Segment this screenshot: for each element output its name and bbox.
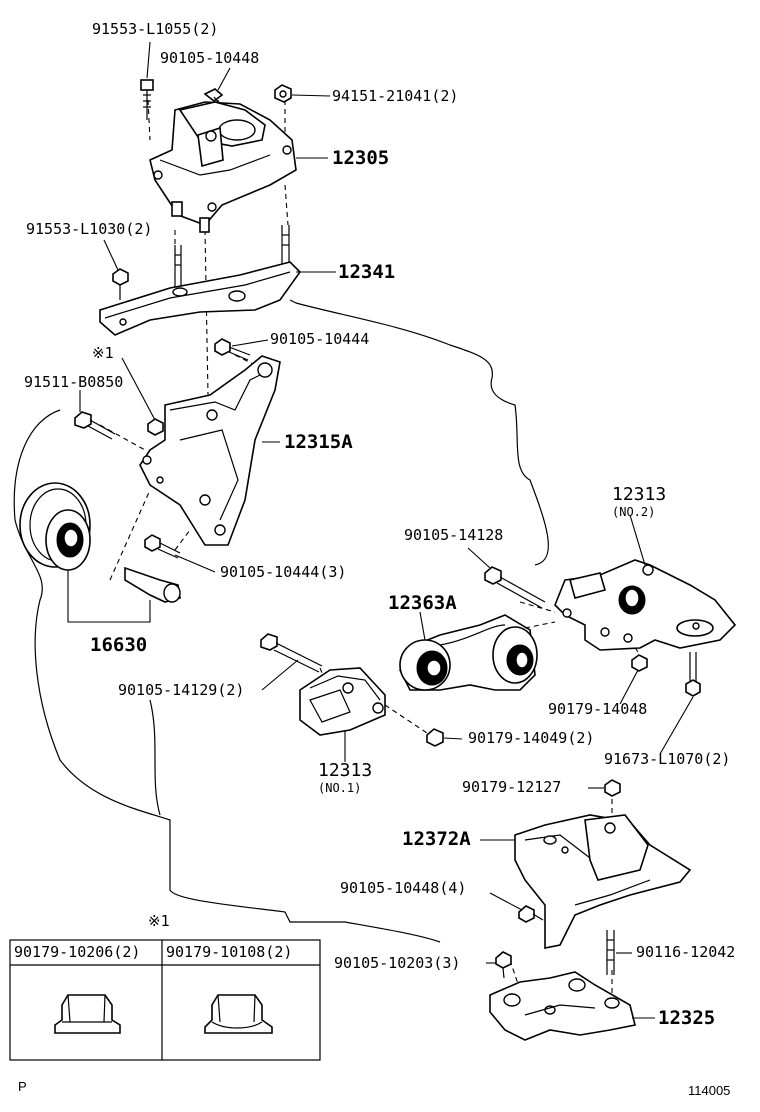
bolt-90105-10444-3: [144, 534, 181, 559]
leader: [146, 41, 151, 79]
leader: [291, 94, 331, 97]
dash-line: [524, 621, 556, 629]
part-12313-no2: [554, 559, 737, 651]
leader: [174, 554, 216, 573]
stud-90116-12042: [606, 930, 615, 975]
footer-left: P: [18, 1079, 27, 1094]
legend-col2-label: 90179-10108(2): [166, 943, 293, 961]
stud-12341: [174, 225, 290, 290]
leader: [103, 239, 119, 271]
label-12341: 12341: [338, 261, 396, 283]
leader: [217, 67, 231, 91]
leader: [619, 669, 639, 705]
label-90179-12127: 90179-12127: [462, 778, 562, 796]
label-90105-14129: 90105-14129(2): [118, 681, 245, 699]
label-16630: 16630: [90, 634, 148, 656]
label-91673-L1070: 91673-L1070(2): [604, 750, 731, 768]
part-12372A: [514, 814, 692, 949]
label-12313-no1-num: 12313: [318, 760, 373, 781]
dash-line: [174, 529, 191, 551]
leader: [659, 696, 694, 755]
bolt-90105-10203-3: [495, 951, 512, 979]
part-12315A: [139, 355, 281, 546]
bolt-91553-L1055: [140, 79, 154, 120]
label-12305: 12305: [332, 147, 390, 169]
part-12363A: [399, 614, 538, 691]
nut-90179-10108-icon: [204, 994, 273, 1034]
part-12313-no1: [299, 667, 386, 736]
label-90105-14128: 90105-14128: [404, 526, 504, 544]
legend-box: [9, 939, 321, 1061]
part-12325: [489, 971, 636, 1041]
bolt-91673-L1070: [685, 652, 701, 697]
label-91553-L1055: 91553-L1055(2): [92, 20, 219, 38]
engine-outline-left: [13, 409, 441, 943]
nut-90179-12127: [604, 779, 621, 797]
label-12313-no2-num: 12313: [612, 484, 667, 505]
dash-line: [147, 99, 151, 141]
footer-right: 114005: [688, 1083, 731, 1098]
part-16630-pulley: [19, 482, 91, 571]
label-90105-10448: 90105-10448: [160, 49, 260, 67]
dash-line: [384, 704, 431, 736]
leader: [231, 339, 269, 347]
label-90179-14048: 90179-14048: [548, 700, 648, 718]
engine-outline-mid: [149, 699, 161, 816]
bolt-91553-L1030: [112, 268, 129, 300]
part-12305: [149, 101, 297, 233]
nut-90179-14049: [426, 728, 444, 747]
label-91553-L1030: 91553-L1030(2): [26, 220, 153, 238]
label-12315A: 12315A: [284, 431, 353, 453]
bolt-16630: [124, 566, 181, 603]
bolt-90105-10444: [214, 338, 251, 361]
label-90116-12042: 90116-12042: [636, 943, 736, 961]
leader: [489, 892, 523, 911]
leader: [121, 357, 156, 421]
bolt-90105-10448-4: [518, 905, 544, 923]
bolt-90105-14129: [260, 633, 323, 673]
bolt-90105-14128: [484, 566, 546, 609]
leader: [419, 611, 426, 641]
label-94151-21041: 94151-21041(2): [332, 87, 459, 105]
leader: [467, 547, 491, 569]
label-90105-10444: 90105-10444: [270, 330, 370, 348]
leader: [629, 514, 646, 566]
nut-90179-14048: [631, 654, 648, 672]
label-12325: 12325: [658, 1007, 716, 1029]
label-no1: (NO.1): [318, 781, 362, 795]
dash-line: [519, 601, 556, 613]
leader: [443, 737, 463, 740]
part-12341: [99, 261, 302, 336]
label-90105-10203: 90105-10203(3): [334, 954, 461, 972]
nut-90179-10206-icon: [54, 994, 121, 1034]
label-90105-10448-4: 90105-10448(4): [340, 879, 467, 897]
bolt-91511-B0850: [74, 411, 116, 440]
leader: [261, 659, 299, 691]
legend-col1-label: 90179-10206(2): [14, 943, 141, 961]
label-note-mark: ※1: [92, 344, 114, 362]
label-90105-10444-3: 90105-10444(3): [220, 563, 347, 581]
dash-line: [284, 184, 289, 226]
label-91511-B0850: 91511-B0850: [24, 373, 124, 391]
leader-16630: [67, 570, 151, 623]
label-90179-14049: 90179-14049(2): [468, 729, 595, 747]
label-no2: (NO.2): [612, 505, 656, 519]
label-12372A: 12372A: [402, 828, 471, 850]
dash-line: [234, 354, 256, 366]
label-legend-mark: ※1: [148, 912, 170, 930]
nut-94151-21041: [274, 84, 292, 103]
dash-line: [109, 489, 151, 581]
label-12363A: 12363A: [388, 592, 457, 614]
nut-note1: [147, 418, 164, 436]
engine-outline: [289, 299, 549, 566]
